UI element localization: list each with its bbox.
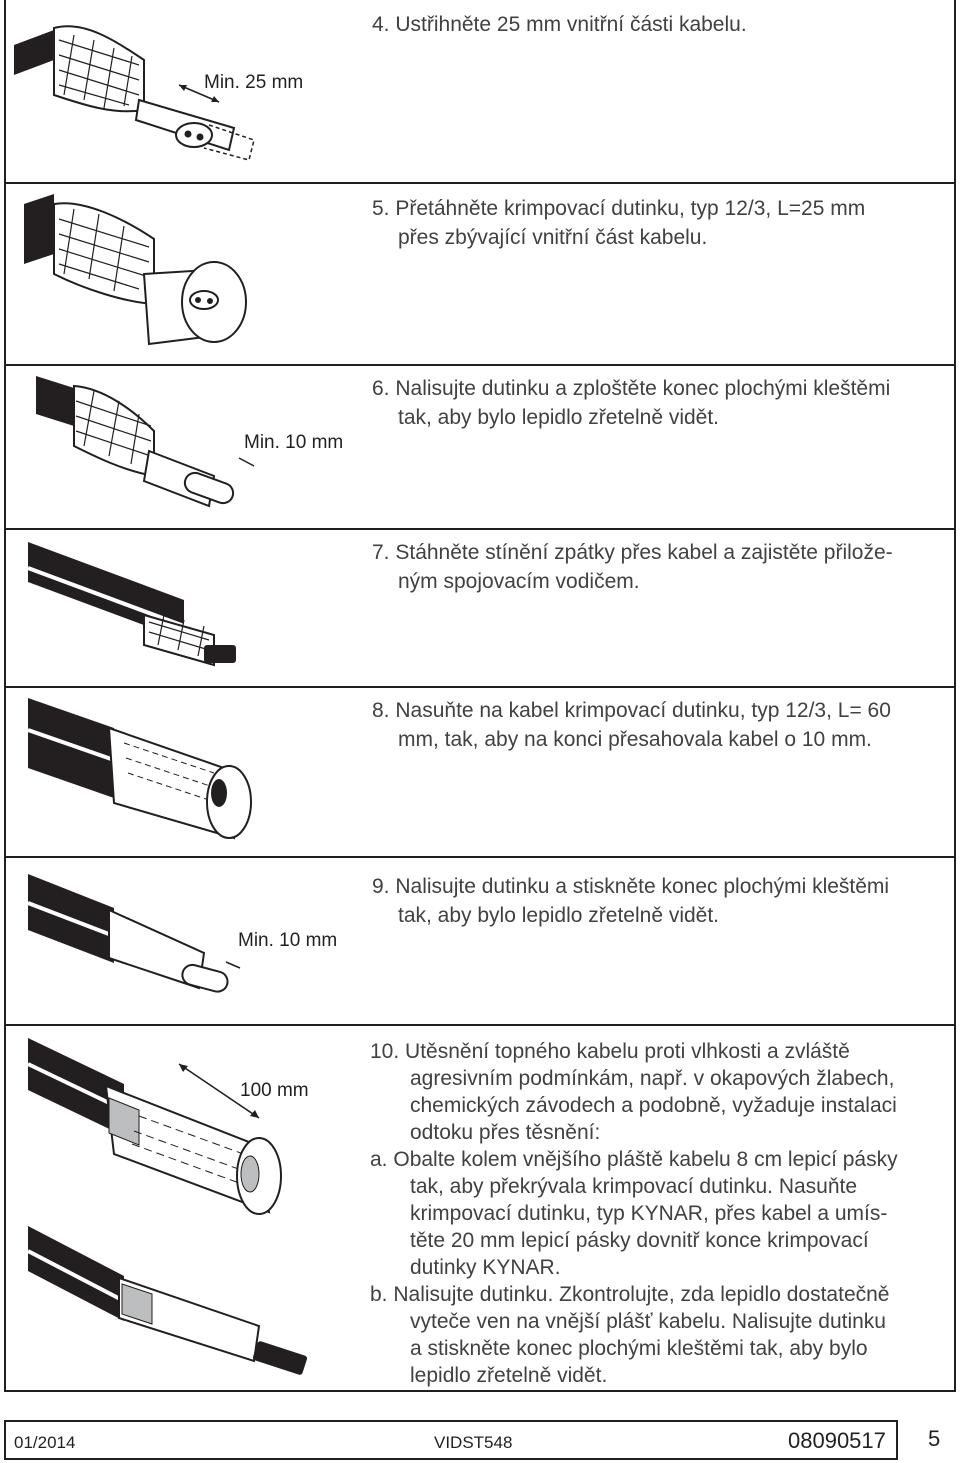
step-9-text: 9. Nalisujte dutinku a stiskněte konec p… <box>372 875 890 927</box>
dimension-label-100: 100 mm <box>240 1080 309 1101</box>
sealing-top-drawing <box>27 1038 282 1215</box>
inner-core-drawing <box>134 98 255 161</box>
dimension-label-min-10: Min. 10 mm <box>238 930 338 951</box>
step-number: 4. <box>372 13 390 36</box>
footer-doc-code: VIDST548 <box>434 1433 513 1452</box>
footer-page-box: 5 <box>920 1420 956 1460</box>
footer-part-number: 08090517 <box>788 1428 886 1453</box>
step-9-row: Min. 10 mm 9. Nalisujte dutinku a stiskn… <box>6 858 954 1026</box>
step-9-illustration: Min. 10 mm <box>14 858 364 1024</box>
step-6-text: 6. Nalisujte dutinku a zploštěte konec p… <box>372 377 891 429</box>
dimension-label-min-10: Min. 10 mm <box>244 432 344 453</box>
step-10a: a. Obalte kolem vnějšího pláště kabelu 8… <box>370 1148 898 1279</box>
page-footer: 01/2014 VIDST548 08090517 5 <box>4 1420 956 1460</box>
braided-shield-drawing <box>14 25 145 113</box>
sealing-bottom-drawing <box>27 1226 308 1375</box>
step-10b: b. Nalisujte dutinku. Zkontrolujte, zda … <box>370 1283 890 1387</box>
step-7-row: 7. Stáhněte stínění zpátky přes kabel a … <box>6 530 954 688</box>
step-10-illustration: 100 mm <box>14 1026 364 1392</box>
step-10-text: 10. Utěsnění topného kabelu proti vlhkos… <box>370 1038 950 1389</box>
step-6-illustration: Min. 10 mm <box>14 366 364 528</box>
instruction-frame: Min. 25 mm 4. Ustřihněte 25 mm vnitřní č… <box>4 0 956 1392</box>
step-6-row: Min. 10 mm 6. Nalisujte dutinku a zplošt… <box>6 366 954 530</box>
step-4-row: Min. 25 mm 4. Ustřihněte 25 mm vnitřní č… <box>6 0 954 184</box>
step-5-illustration <box>14 184 364 364</box>
step-5-row: 5. Přetáhněte krimpovací dutinku, typ 12… <box>6 184 954 366</box>
step-8-illustration <box>14 688 364 856</box>
dimension-arrow-25 <box>178 84 220 103</box>
dimension-label-min-25: Min. 25 mm <box>204 72 304 93</box>
step-8-row: 8. Nasuňte na kabel krimpovací dutinku, … <box>6 688 954 858</box>
step-8-text: 8. Nasuňte na kabel krimpovací dutinku, … <box>372 699 891 751</box>
step-10-row: 100 mm 10. Utěsnění topného kabelu proti… <box>6 1026 954 1392</box>
step-7-text: 7. Stáhněte stínění zpátky přes kabel a … <box>372 541 893 593</box>
step-4-text: 4. Ustřihněte 25 mm vnitřní části kabelu… <box>372 13 747 36</box>
step-10-intro: 10. Utěsnění topného kabelu proti vlhkos… <box>370 1040 897 1144</box>
footer-date: 01/2014 <box>14 1433 76 1452</box>
footer-bar: 01/2014 VIDST548 08090517 <box>4 1420 898 1460</box>
step-7-illustration <box>14 530 364 686</box>
page-number: 5 <box>928 1426 941 1451</box>
step-5-text: 5. Přetáhněte krimpovací dutinku, typ 12… <box>372 197 866 249</box>
step-4-illustration: Min. 25 mm <box>14 0 364 182</box>
